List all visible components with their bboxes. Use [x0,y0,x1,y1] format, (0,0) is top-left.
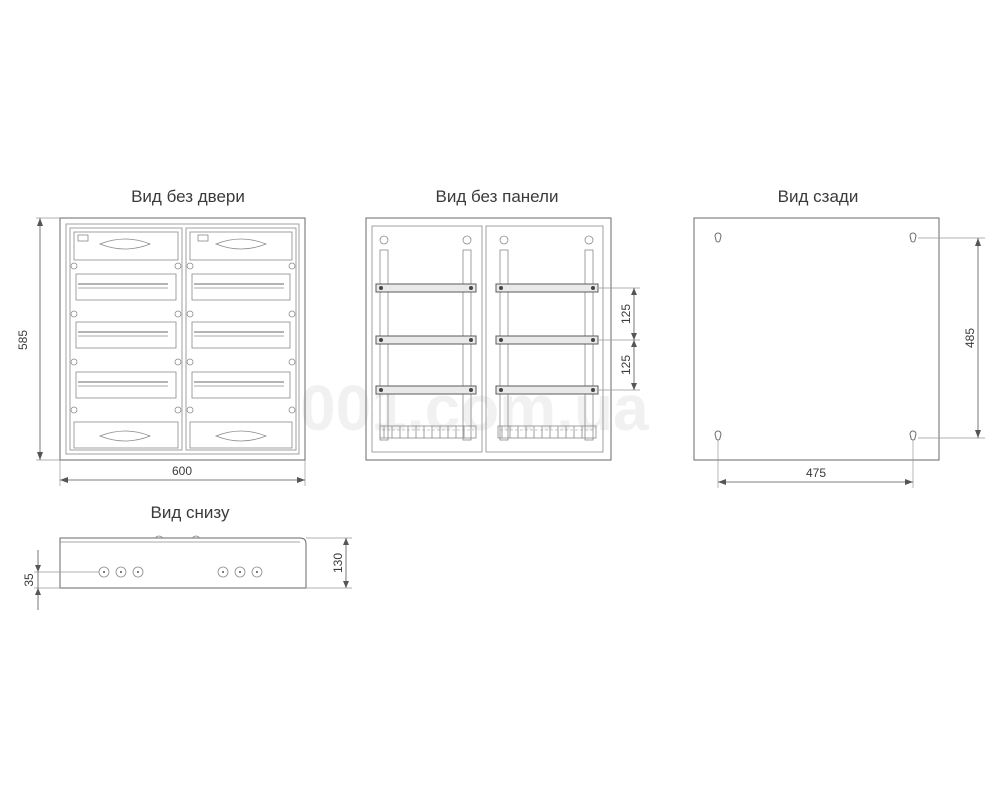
dimension-label-mount-height: 485 [963,328,977,348]
terminal-blocks [379,425,597,439]
view-front-no-panel: Вид без панели [365,187,640,461]
view-title-bottom: Вид снизу [151,503,230,522]
dimension-hole-offset-35: 35 [22,550,99,610]
dimension-height-585: 585 [16,217,60,461]
cabinet-inner-outline [65,223,300,455]
cable-entry-holes [98,566,263,578]
watermark-text: 001.com.ua [300,372,649,444]
bottom-outline [59,537,307,589]
view-rear: Вид сзади 485 475 [693,187,985,488]
dimension-mount-height-485: 485 [918,237,985,439]
cabinet-outline [365,217,612,461]
view-bottom: Вид снизу 35 130 [22,503,352,610]
dimension-label-width: 600 [172,464,192,478]
dimension-label-height: 585 [16,330,30,350]
dimension-label-depth: 130 [331,553,345,573]
rear-outline [693,217,940,461]
cabinet-outline [59,217,306,461]
view-title-rear: Вид сзади [778,187,859,206]
section-left [69,227,183,451]
mounting-holes [714,232,917,441]
dimension-depth-130: 130 [306,537,352,589]
dimension-width-600: 600 [59,460,306,486]
section-right [185,227,297,451]
dimension-mount-width-475: 475 [717,440,914,488]
din-rails [375,283,599,395]
dimension-label-mount-width: 475 [806,466,826,480]
dimension-label-hole-offset: 35 [22,573,36,587]
view-title-front-no-door: Вид без двери [131,187,245,206]
dimension-label-rail-pitch-1: 125 [619,304,633,324]
dimension-rail-pitch: 125 125 [598,287,640,391]
dimension-label-rail-pitch-2: 125 [619,355,633,375]
vertical-profiles [379,235,594,441]
view-title-front-no-panel: Вид без панели [436,187,559,206]
view-front-no-door: Вид без двери [16,187,306,486]
